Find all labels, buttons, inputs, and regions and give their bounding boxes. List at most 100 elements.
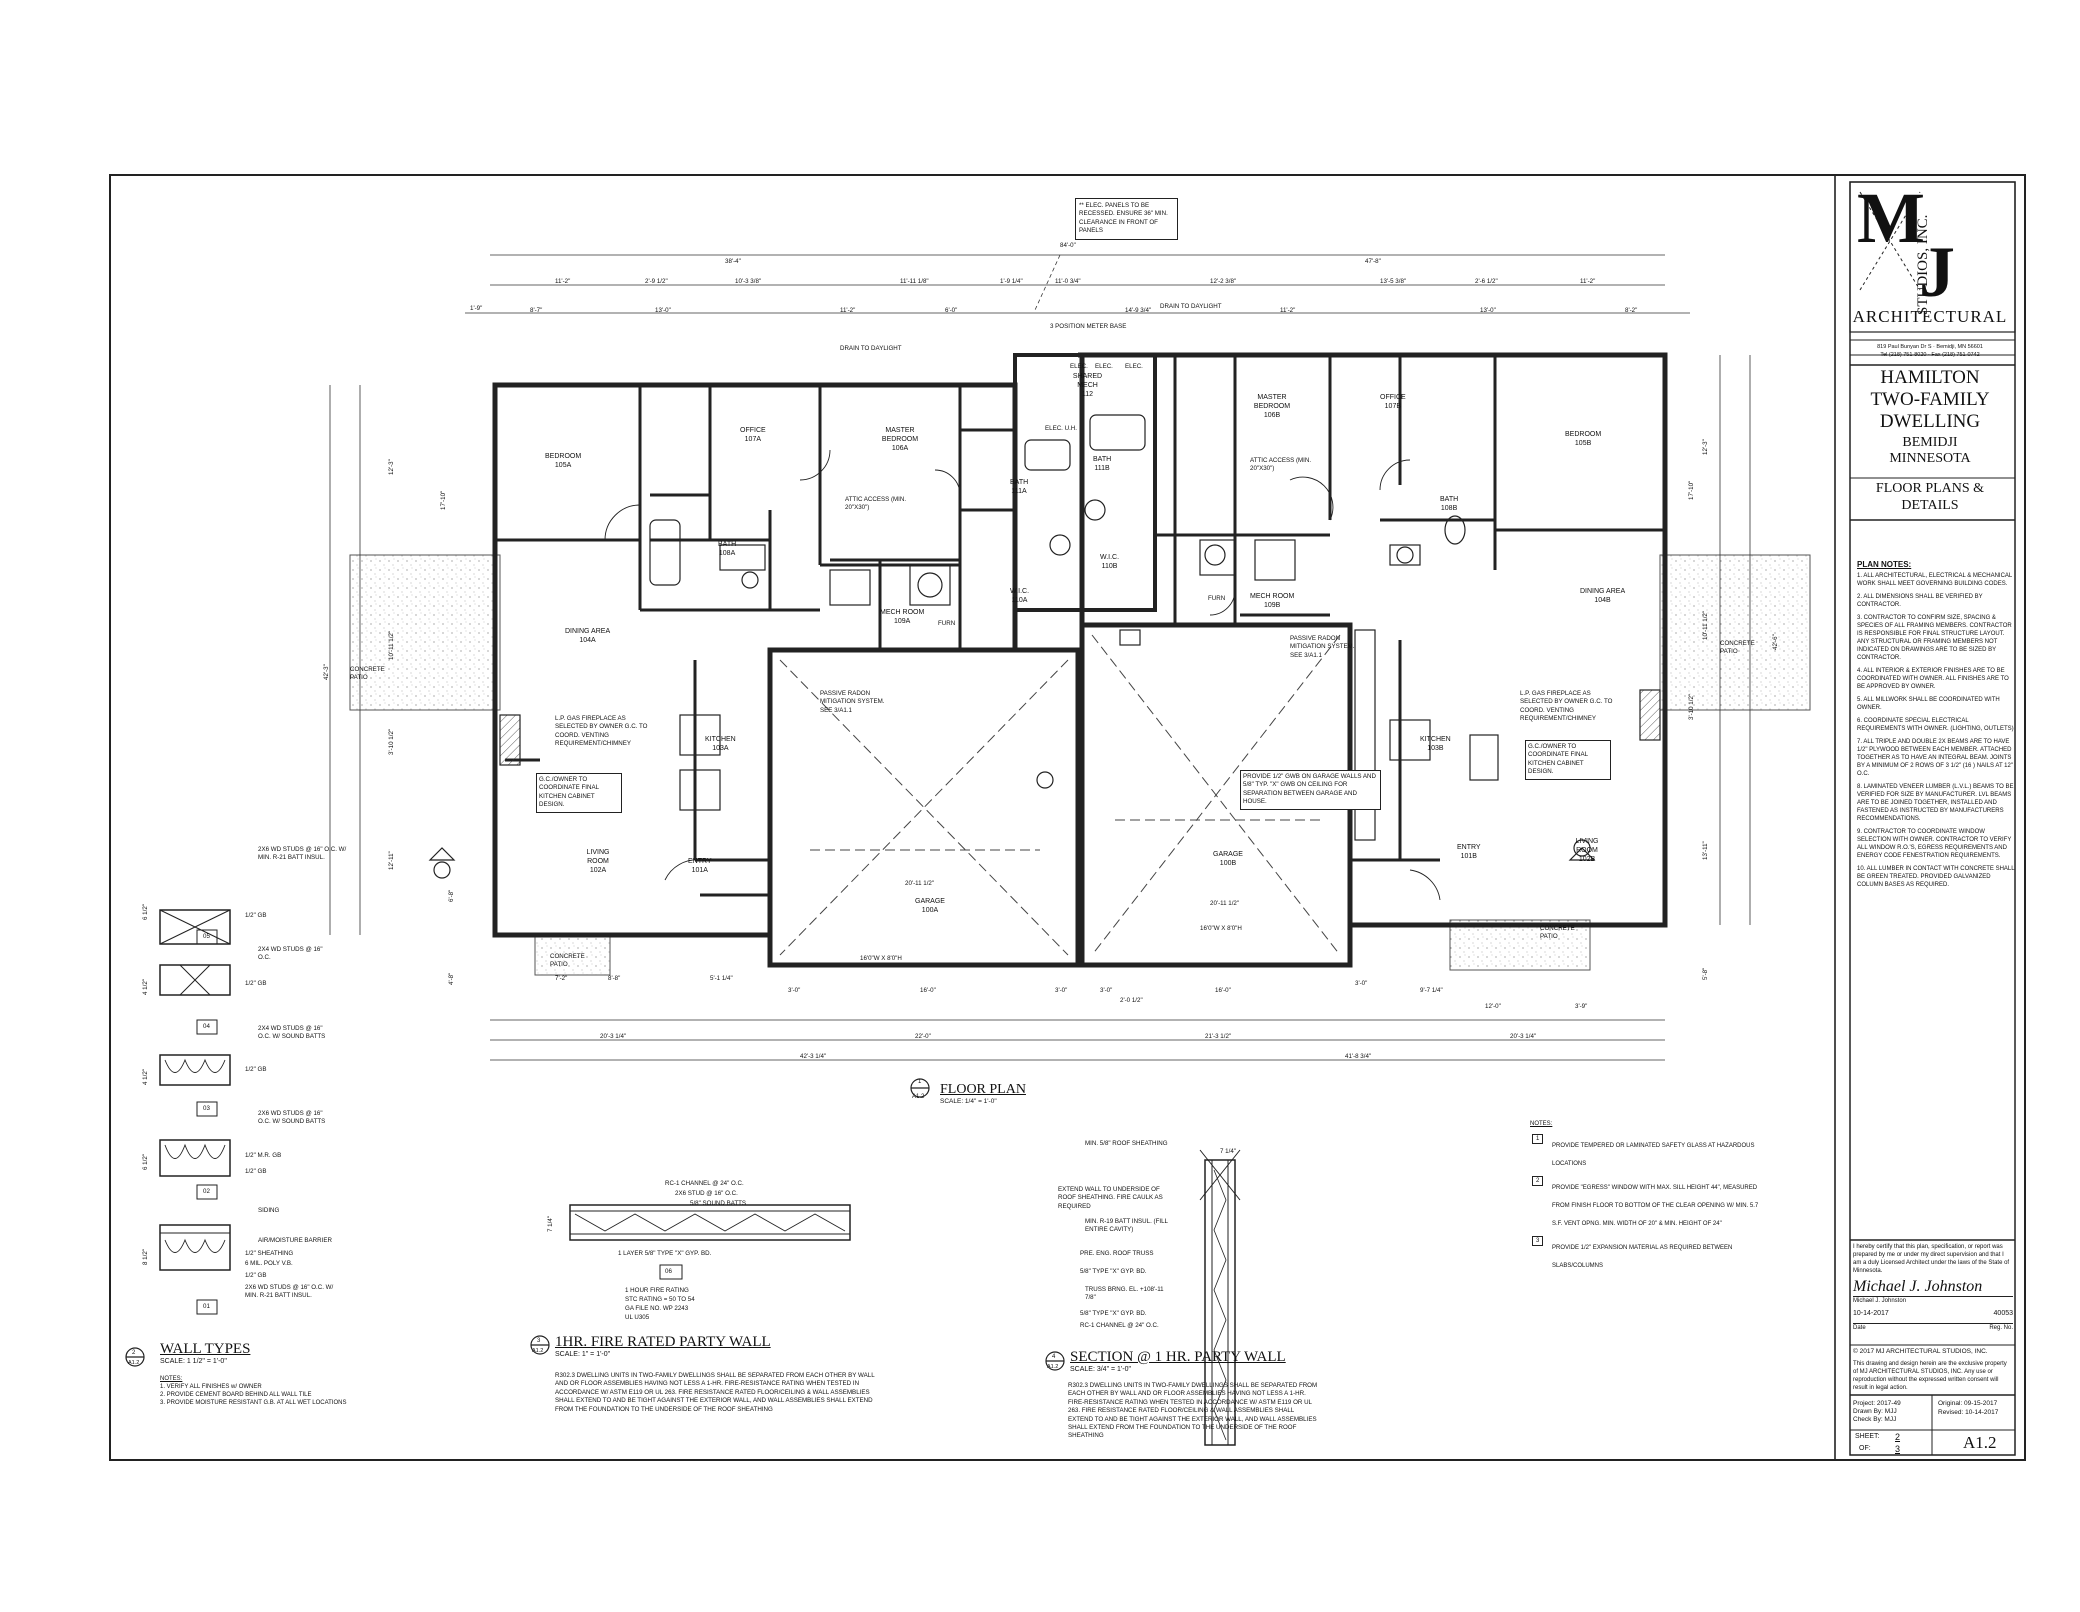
wall-type-01-layer: 6 MIL. POLY V.B.	[245, 1260, 293, 1267]
fire-wall-note: R302.3 DWELLING UNITS IN TWO-FAMILY DWEL…	[555, 1372, 875, 1413]
wall-note: 1. VERIFY ALL FINISHES w/ OWNER	[160, 1384, 262, 1390]
check-by: Check By: MJJ	[1853, 1416, 1897, 1423]
garage-gyp-note: PROVIDE 1/2" GWB ON GARAGE WALLS AND 5/8…	[1240, 770, 1381, 810]
room-name: GARAGE	[915, 898, 945, 905]
wall-type-03-tag: 03	[203, 1105, 210, 1112]
dim-bottom-small: 16'-0"	[1215, 987, 1231, 994]
project-number: Project: 2017-49	[1853, 1400, 1901, 1407]
firm-name: ARCHITECTURAL	[1852, 307, 2008, 326]
plan-note: 3. CONTRACTOR TO CONFIRM SIZE, SPACING &…	[1857, 615, 2012, 661]
wall-notes-heading: NOTES:	[160, 1376, 183, 1382]
drain-left-label: DRAIN TO DAYLIGHT	[840, 345, 902, 352]
firm-phone: Tel (218) 751-8020 · Fax (218) 751-0742	[1880, 352, 1980, 358]
wall-type-02-width: 6 1/2"	[142, 1154, 149, 1170]
dim-top2: 11'-11 1/8"	[900, 278, 929, 285]
general-notes: NOTES: 1 PROVIDE TEMPERED OR LAMINATED S…	[1530, 1120, 1760, 1278]
dim-bottom-small: 8'-8"	[608, 975, 621, 982]
wall-type-02-board: 1/2" M.R. GB	[245, 1152, 282, 1159]
dim-right: 12'-3"	[1702, 439, 1709, 455]
dim-bottom-small: 16'-0"	[920, 987, 936, 994]
wall-type-05-spec: 2x6 WD STUDS @ 16" O.C. W/ MIN. R-21 BAT…	[258, 846, 347, 862]
cert-reg-no: 40053	[1993, 1310, 2013, 1317]
room-name: SHARED MECH	[1072, 373, 1103, 389]
room-number: 103B	[1427, 745, 1444, 752]
dim-bottom-small: 3'-0"	[1055, 987, 1068, 994]
dim-right: 3'-10 1/2"	[1688, 693, 1695, 720]
section-note: R302.3 DWELLING UNITS IN TWO-FAMILY DWEL…	[1068, 1382, 1318, 1440]
wall-type-05-width: 6 1/2"	[142, 904, 149, 920]
fire-wall-ref: A1.2	[532, 1348, 544, 1354]
dim-right: 13'-11"	[1702, 841, 1709, 860]
dim-bottom2: 41'-8 3/4"	[1345, 1053, 1372, 1060]
cert-reg-label: Reg. No.	[1989, 1325, 2013, 1331]
cert-date-label: Date	[1853, 1325, 1866, 1331]
dim-top3: 1'-9"	[470, 305, 483, 312]
dim-right: 5'-8"	[1702, 967, 1709, 980]
project-name-line: TWO-FAMILY	[1870, 389, 1990, 410]
section-label: 5/8" TYPE "X" GYP. BD.	[1080, 1268, 1147, 1275]
room-name: BEDROOM	[545, 453, 582, 460]
wall-type-02-tag: 02	[203, 1188, 210, 1195]
dim-bottom-small: 3'-0"	[788, 987, 801, 994]
dim-top2: 2'-6 1/2"	[1475, 278, 1498, 285]
dim-bottom-small: 5'-1 1/4"	[710, 975, 733, 982]
sheet-label: SHEET:	[1855, 1433, 1880, 1440]
room-number: 104A	[579, 637, 596, 644]
copyright-line: © 2017 MJ ARCHITECTURAL STUDIOS, INC.	[1853, 1348, 1988, 1355]
wall-type-01-layer: 1/2" GB	[245, 1272, 267, 1279]
dim-top3: 8'-7"	[530, 307, 543, 314]
room-name: ENTRY	[1457, 844, 1481, 851]
original-date: Original: 09-15-2017	[1938, 1400, 1998, 1407]
room-number: 108B	[1440, 505, 1458, 512]
note-text: PROVIDE 1/2" EXPANSION MATERIAL AS REQUI…	[1552, 1245, 1733, 1269]
room-number: 109A	[893, 618, 911, 625]
room-number: 107A	[744, 436, 762, 443]
wall-type-details	[159, 909, 231, 1315]
cabinet-note-b: G.C./OWNER TO COORDINATE FINAL KITCHEN C…	[1525, 740, 1611, 780]
title-fire-wall: 1HR. FIRE RATED PARTY WALL SCALE: 1" = 1…	[555, 1333, 771, 1359]
dim-top3: 13'-0"	[655, 307, 671, 314]
room-name: W.I.C.	[1100, 554, 1120, 561]
fire-wall-rating: GA FILE NO. WP 2243	[625, 1305, 689, 1312]
wall-types-num: 2	[132, 1350, 136, 1356]
dimension-lines	[329, 254, 1751, 1061]
room-name: LIVING ROOM	[586, 849, 610, 865]
section-label: MIN. 5/8" ROOF SHEATHING	[1085, 1140, 1168, 1147]
attic-access-b: ATTIC ACCESS (MIN. 20"x30")	[1250, 457, 1312, 473]
certification-text: I hereby certify that this plan, specifi…	[1853, 1244, 2010, 1274]
room-name: BATH	[1010, 479, 1029, 486]
room-number: 103A	[712, 745, 729, 752]
wall-types-ref: A1.2	[128, 1360, 140, 1366]
dim-top-right: 47'-8"	[1365, 258, 1381, 265]
architect-name: Michael J. Johnston	[1853, 1298, 1907, 1304]
dim-left: 42'-3"	[323, 664, 330, 680]
floor-plan	[349, 352, 1811, 976]
wall-type-01-layer: 1/2" SHEATHING	[245, 1250, 294, 1257]
stoop-right-label: CONCRETE PATIO	[1540, 925, 1575, 941]
wall-type-01-spec: 2x6 WD STUDS @ 16" O.C. W/ MIN. R-21 BAT…	[245, 1284, 334, 1300]
note-number: 1	[1532, 1134, 1544, 1144]
wall-type-05-tag: 05	[203, 933, 210, 940]
fire-wall-rating: STC RATING = 50 TO 54	[625, 1296, 695, 1303]
sheet-id: A1.2	[1963, 1433, 1997, 1452]
room-name: BEDROOM	[1565, 431, 1602, 438]
room-number: 111B	[1094, 465, 1110, 472]
dim-left: 12'-3"	[388, 459, 395, 475]
dim-left: 12'-11"	[388, 851, 395, 870]
room-number: 101B	[1460, 853, 1477, 860]
dim-top2: 11'-2"	[555, 278, 571, 285]
radon-note-b: PASSIVE RADON MITIGATION SYSTEM. SEE 3/A…	[1290, 635, 1355, 659]
wall-type-03-spec: 2x4 WD STUDS @ 16" O.C. W/ SOUND BATTS	[258, 1025, 326, 1041]
note-text: PROVIDE "EGRESS" WINDOW WITH MAX. SILL H…	[1552, 1185, 1759, 1227]
room-number: 101A	[691, 867, 708, 874]
wall-types-notes: NOTES: 1. VERIFY ALL FINISHES w/ OWNER 2…	[160, 1375, 420, 1407]
dim-top2: 1'-9 1/4"	[1000, 278, 1023, 285]
dim-left: 17'-10"	[440, 490, 447, 510]
